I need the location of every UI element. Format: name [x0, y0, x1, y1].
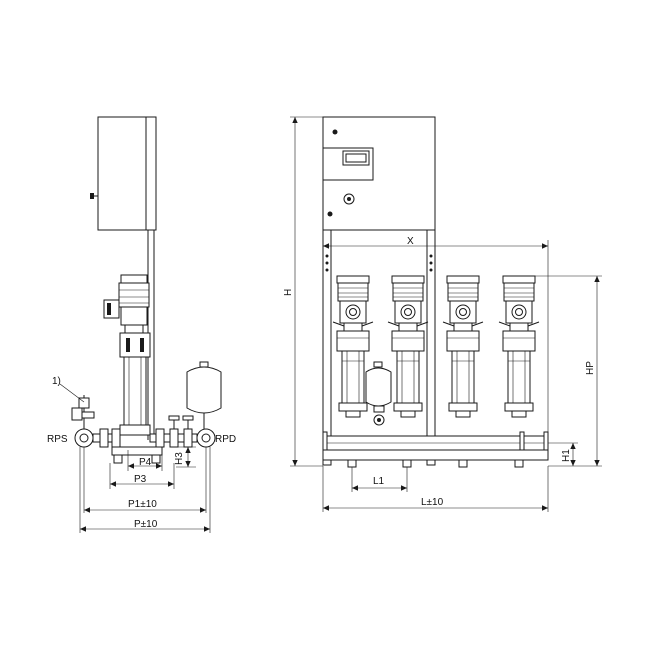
side-pump	[103, 274, 151, 436]
suction-manifold	[74, 428, 94, 448]
front-indicator-light	[332, 129, 338, 135]
front-pump-3	[442, 275, 484, 418]
front-base-frame	[322, 449, 549, 461]
dim-label-h1: H1	[561, 449, 572, 462]
labels: 1) RPS RPD P4 H3 P3 P1±10 P±10 H X HP H1…	[47, 236, 596, 530]
dim-label-l1: L1	[373, 476, 385, 487]
side-control-cabinet	[97, 116, 147, 231]
front-view	[322, 116, 549, 468]
dim-label-l: L±10	[421, 497, 444, 508]
dim-label-p: P±10	[134, 519, 158, 530]
dim-label-hp: HP	[585, 361, 596, 375]
front-pressure-vessel	[365, 361, 392, 426]
front-pump-2	[387, 275, 429, 418]
rps-label: RPS	[47, 434, 68, 445]
front-dimensions	[290, 116, 602, 512]
dim-label-h3: H3	[174, 452, 185, 465]
side-dimensions	[79, 446, 211, 533]
pressure-vessel	[186, 361, 222, 429]
main-switch	[343, 193, 355, 205]
rpd-label: RPD	[215, 434, 236, 445]
dim-label-p3: P3	[134, 474, 147, 485]
note-callout-label: 1)	[52, 376, 61, 387]
dim-label-x: X	[407, 236, 414, 247]
discharge-manifold	[196, 428, 216, 448]
front-pump-4	[498, 275, 540, 418]
side-view	[59, 116, 222, 464]
dim-label-p4: P4	[139, 457, 152, 468]
dim-label-p1: P1±10	[128, 499, 157, 510]
dim-label-h: H	[283, 289, 294, 296]
side-base-frame	[111, 446, 163, 456]
